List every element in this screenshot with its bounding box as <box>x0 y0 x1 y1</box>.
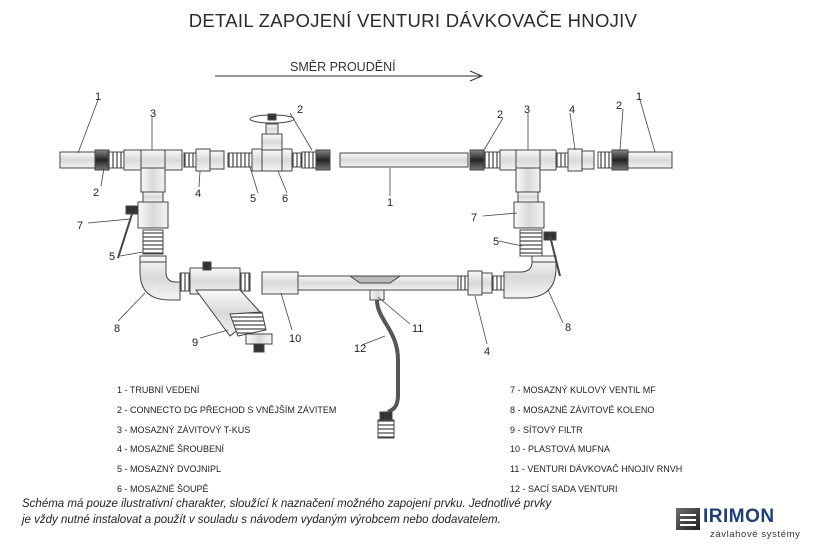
leader-lines <box>77 99 656 346</box>
legend-item: 1 - TRUBNÍ VEDENÍ <box>117 385 200 395</box>
callout-12: 12 <box>354 343 366 355</box>
logo-name: IRIMON <box>703 506 775 527</box>
callout-2: 2 <box>616 100 622 112</box>
disclaimer-note: Schéma má pouze ilustrativní charakter, … <box>22 496 642 528</box>
callout-4: 4 <box>569 104 575 116</box>
flow-direction-label: SMĚR PROUDĚNÍ <box>290 60 396 74</box>
callout-10: 10 <box>289 333 301 345</box>
legend-item: 5 - MOSAZNÝ DVOJNIPL <box>117 464 222 475</box>
logo-tagline: závlahové systémy <box>710 529 801 540</box>
legend-item: 7 - MOSAZNÝ KULOVÝ VENTIL MF <box>510 385 656 395</box>
callout-5: 5 <box>250 193 256 205</box>
callout-4: 4 <box>195 188 201 200</box>
bottom-pipeline <box>261 255 557 439</box>
callout-7: 7 <box>77 220 83 232</box>
callout-2: 2 <box>93 187 99 199</box>
note-line: Schéma má pouze ilustrativní charakter, … <box>22 498 552 510</box>
callout-4: 4 <box>484 346 490 358</box>
legend-item: 10 - PLASTOVÁ MUFNA <box>510 444 610 455</box>
legend-item: 3 - MOSAZNÝ ZÁVITOVÝ T-KUS <box>117 424 251 435</box>
callout-3: 3 <box>524 104 530 116</box>
top-pipeline <box>59 113 673 193</box>
legend-item: 12 - SACÍ SADA VENTURI <box>510 483 618 494</box>
callout-8: 8 <box>114 323 120 335</box>
callout-9: 9 <box>192 337 198 349</box>
callout-2: 2 <box>497 109 503 121</box>
diagram-title: DETAIL ZAPOJENÍ VENTURI DÁVKOVAČE HNOJIV <box>188 10 638 31</box>
callout-5: 5 <box>109 251 115 263</box>
logo-mark-icon <box>676 508 700 530</box>
legend-item: 4 - MOSAZNÉ ŠROUBENÍ <box>117 444 225 455</box>
legend-right: 7 - MOSAZNÝ KULOVÝ VENTIL MF 8 - MOSAZNÉ… <box>510 381 682 500</box>
callout-11: 11 <box>412 323 423 335</box>
callout-3: 3 <box>150 108 156 120</box>
legend-item: 2 - CONNECTO DG PŘECHOD S VNĚJŠÍM ZÁVITE… <box>117 404 337 415</box>
callout-8: 8 <box>565 322 571 334</box>
irimon-logo: IRIMON závlahové systémy <box>676 506 806 542</box>
right-branch <box>513 191 561 277</box>
legend-item: 8 - MOSAZNÉ ZÁVITOVÉ KOLENO <box>510 404 655 415</box>
legend-left: 1 - TRUBNÍ VEDENÍ 2 - CONNECTO DG PŘECHO… <box>117 381 336 500</box>
callout-1: 1 <box>636 91 642 103</box>
legend-item: 6 - MOSAZNÉ ŠOUPĚ <box>117 483 209 494</box>
flow-arrow <box>215 70 484 82</box>
callout-1: 1 <box>95 91 101 103</box>
callout-1: 1 <box>387 197 393 209</box>
callout-6: 6 <box>282 193 288 205</box>
left-branch <box>117 191 273 353</box>
legend-item: 9 - SÍTOVÝ FILTR <box>510 424 583 435</box>
legend-item: 11 - VENTURI DÁVKOVAČ HNOJIV RNVH <box>510 464 683 475</box>
note-line: je vždy nutné instalovat a použít v soul… <box>22 514 501 526</box>
callout-2: 2 <box>297 104 303 116</box>
callout-5: 5 <box>493 236 499 248</box>
callout-7: 7 <box>471 212 477 224</box>
callout-numbers: 1 3 2 2 4 5 6 1 2 3 4 2 1 7 5 8 9 10 11 … <box>77 91 642 358</box>
